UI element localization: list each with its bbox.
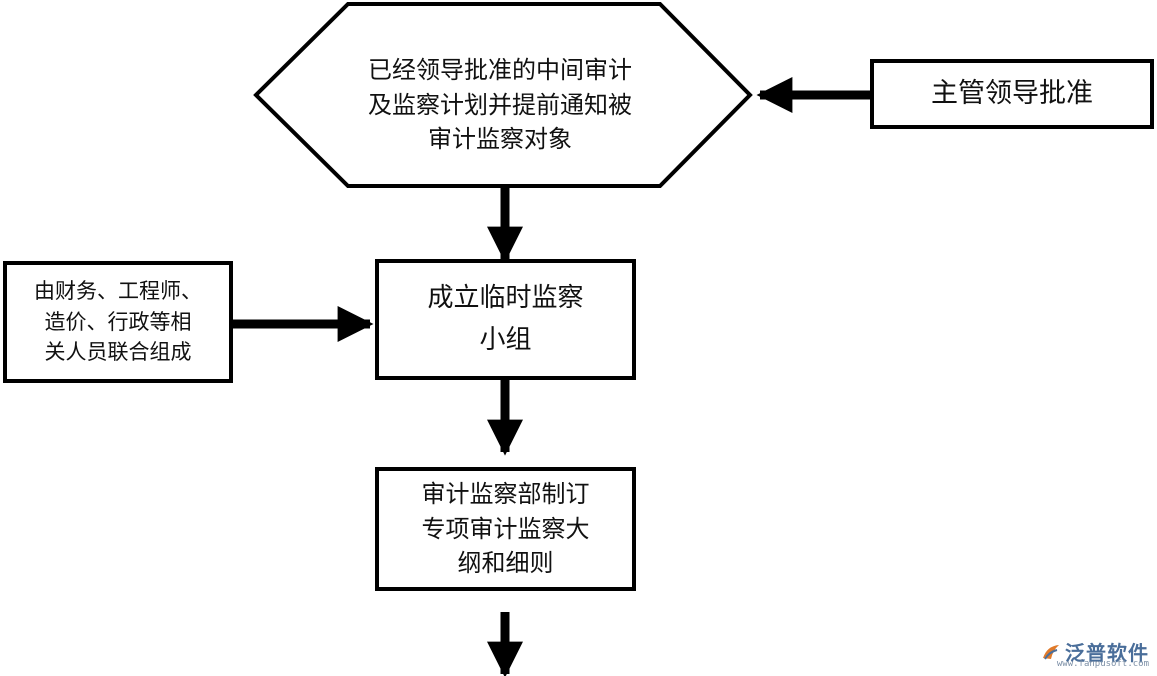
members-node: 由财务、工程师、 造价、行政等相 关人员联合组成 [3,261,233,383]
members-label: 由财务、工程师、 造价、行政等相 关人员联合组成 [34,279,202,365]
outline-label: 审计监察部制订 专项审计监察大 纲和细则 [421,479,590,578]
logo-brand-text: 泛普软件 [1065,641,1149,665]
approved-plan-node: 已经领导批准的中间审计 及监察计划并提前通知被 审计监察对象 [330,50,670,160]
temp-group-label: 成立临时监察 小组 [427,282,584,355]
temp-group-node: 成立临时监察 小组 [375,259,636,380]
supervisor-approval-node: 主管领导批准 [870,59,1154,129]
supervisor-approval-label: 主管领导批准 [931,77,1093,109]
hexagon-shape [253,2,753,188]
outline-node: 审计监察部制订 专项审计监察大 纲和细则 [375,467,636,591]
fanpu-logo-icon [1043,644,1059,660]
logo-site-text: www.fanpusoft.com [1056,659,1149,669]
fanpu-logo: 泛普软件 www.fanpusoft.com [1041,637,1149,669]
approved-plan-label: 已经领导批准的中间审计 及监察计划并提前通知被 审计监察对象 [368,55,632,154]
